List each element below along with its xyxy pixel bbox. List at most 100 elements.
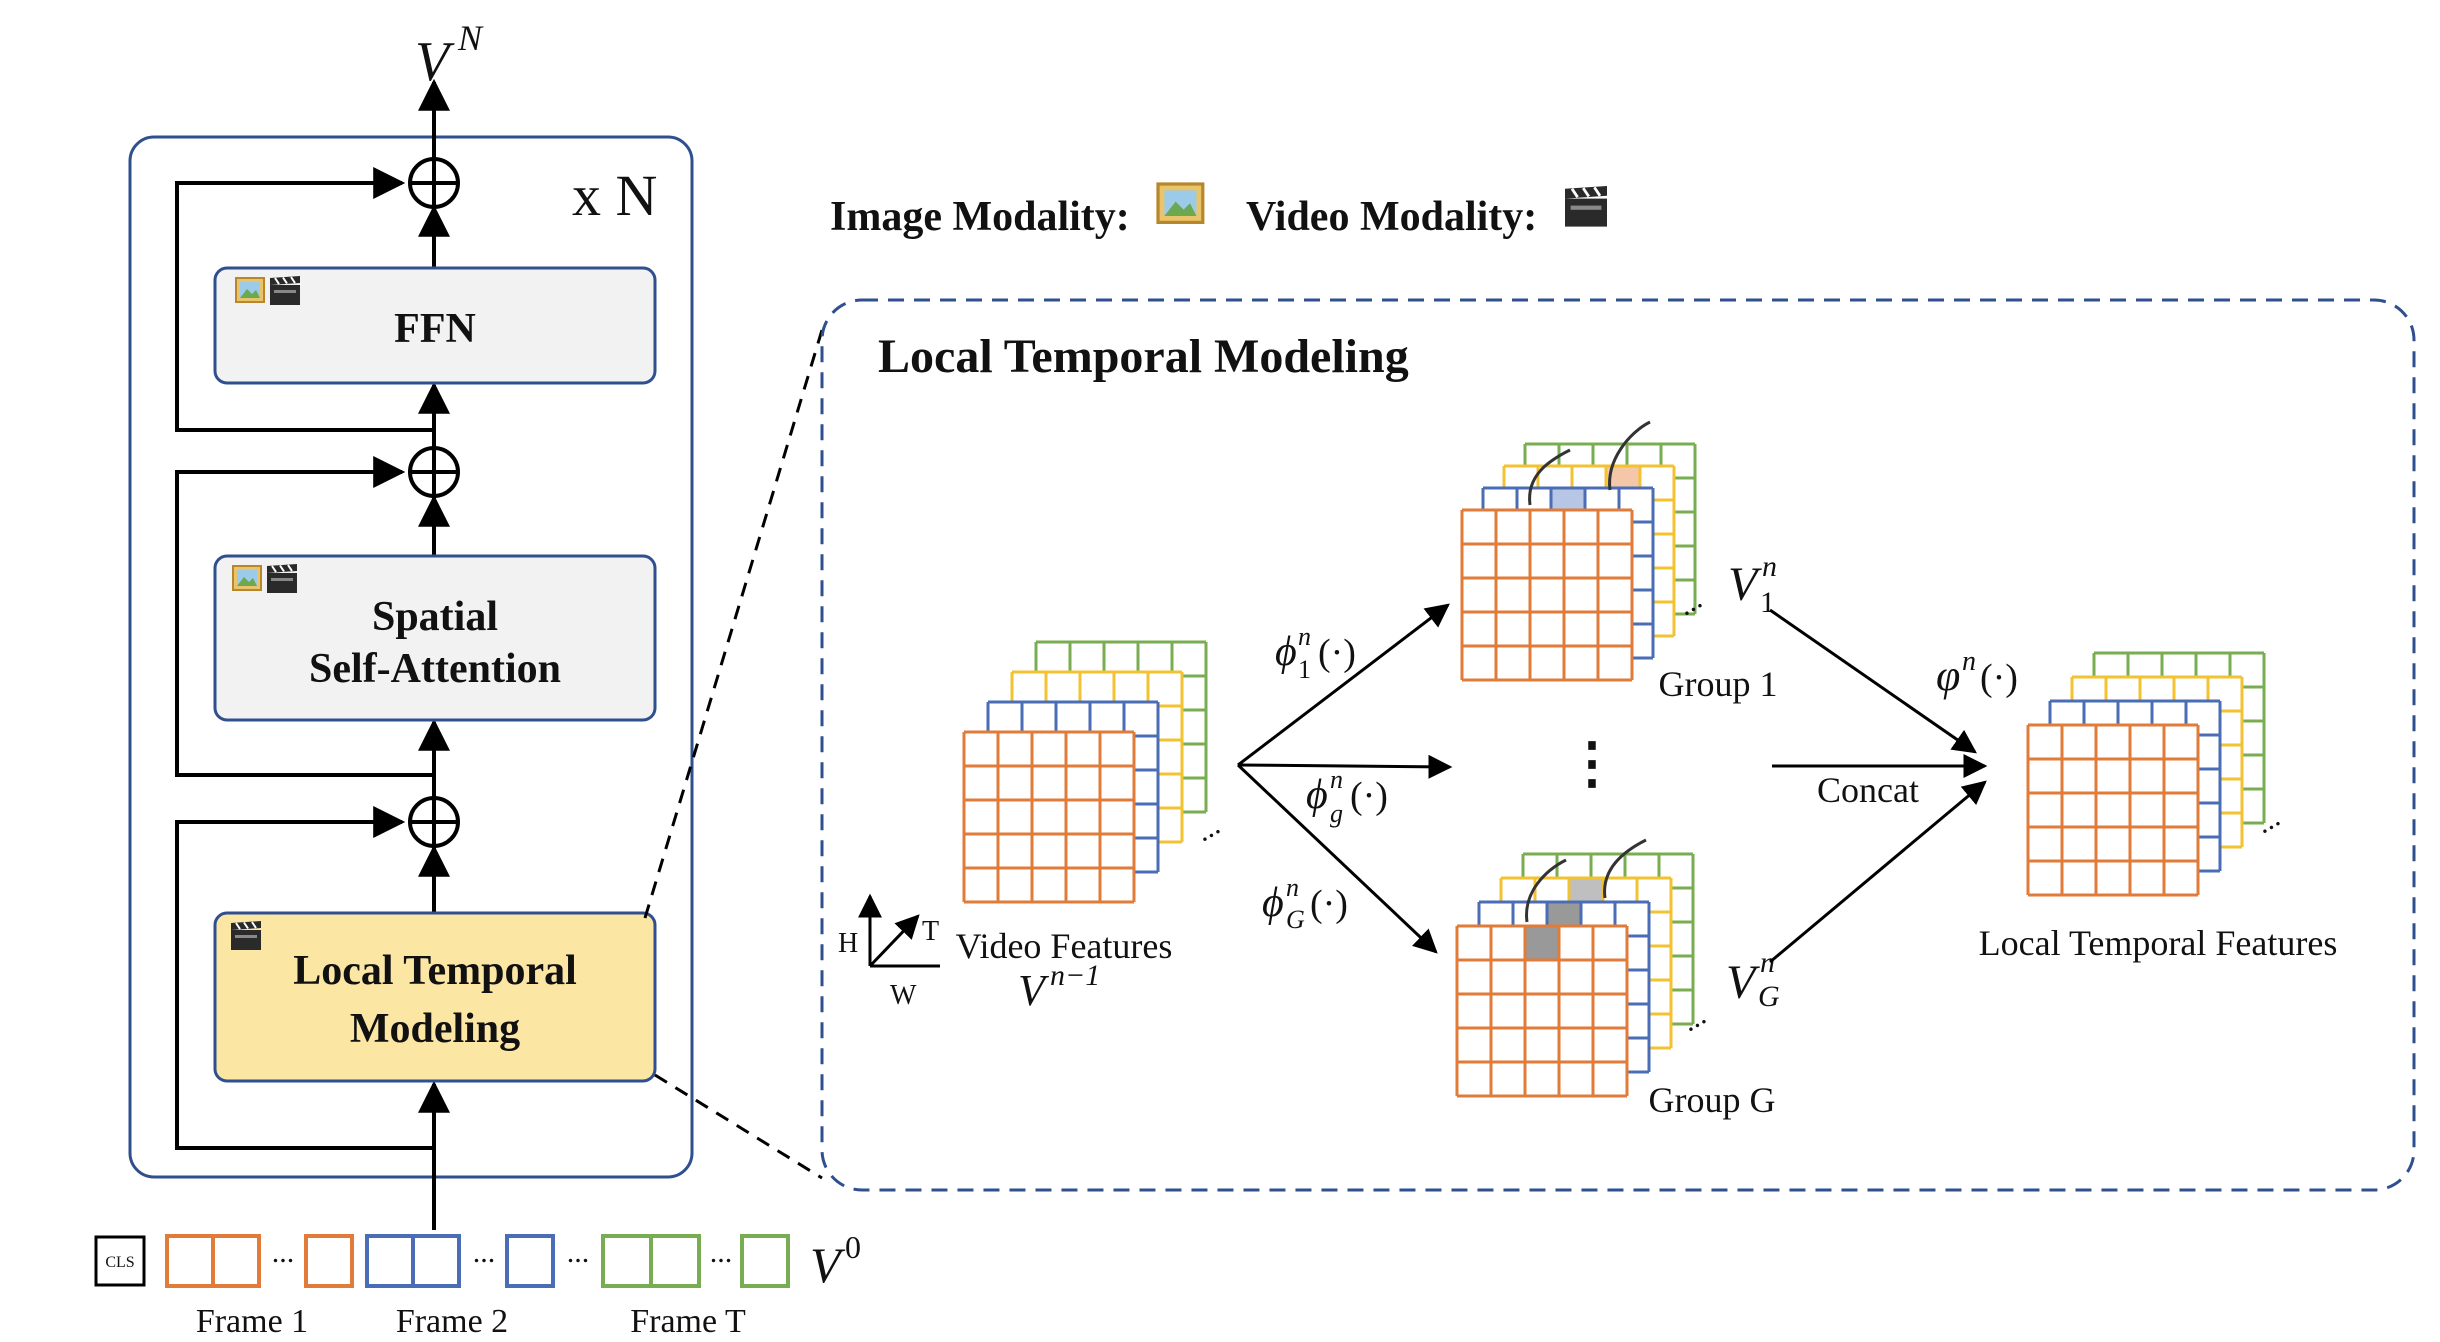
- svg-text:V: V: [810, 1237, 846, 1293]
- ssa-label-line1: Spatial: [372, 594, 498, 640]
- residual-path-2: [175, 456, 434, 777]
- varphi-label: φ n (·): [1936, 646, 2018, 700]
- groupG-label: Group G: [1649, 1080, 1776, 1120]
- between-frames-ellipsis: ...: [567, 1236, 590, 1269]
- svg-text:(·): (·): [1310, 883, 1348, 925]
- svg-text:0: 0: [845, 1229, 861, 1265]
- frameT-ellipsis: ...: [710, 1236, 733, 1269]
- ltm-label-line2: Modeling: [350, 1006, 520, 1052]
- image-modality-icon: [232, 565, 262, 591]
- v0-label: V 0: [810, 1229, 861, 1293]
- vGn-label: V n G: [1726, 946, 1780, 1013]
- video-features-grid-stack: [962, 640, 1208, 904]
- residual-path-3: [175, 167, 434, 432]
- group-bracket: [1603, 838, 1647, 899]
- frame2-ellipsis: ...: [473, 1236, 496, 1269]
- svg-text:(·): (·): [1318, 632, 1356, 674]
- arrow-to-groupG: [1236, 763, 1438, 954]
- image-modality-icon: [235, 277, 265, 303]
- residual-path-1: [175, 806, 434, 1150]
- arrow-group1-to-output: [1769, 608, 1977, 754]
- svg-text:T: T: [922, 916, 939, 947]
- cls-token: [94, 1235, 146, 1287]
- svg-text:1: 1: [1760, 586, 1775, 619]
- svg-text:V: V: [1018, 966, 1050, 1015]
- groupG-grid-stack: [1455, 838, 1695, 1098]
- svg-text:n: n: [1298, 622, 1311, 651]
- svg-text:n: n: [1760, 946, 1775, 979]
- svg-text:n: n: [1330, 765, 1343, 794]
- ltm-block: [213, 911, 657, 1083]
- video-features-label: Video Features: [956, 926, 1173, 966]
- hwt-axis-icon: H W T: [838, 893, 940, 1011]
- arrow-groupG-to-output: [1769, 780, 1987, 964]
- image-modality-icon: [1156, 182, 1205, 224]
- v1n-label: V n 1: [1728, 550, 1777, 619]
- svg-text:H: H: [838, 928, 858, 959]
- svg-text:G: G: [1286, 905, 1305, 934]
- repeat-label: x N: [572, 163, 657, 228]
- phiG-label: ϕ n G (·): [1262, 873, 1348, 934]
- svg-text:(·): (·): [1980, 657, 2018, 699]
- local-temporal-features-label: Local Temporal Features: [1979, 923, 2338, 963]
- svg-text:N: N: [457, 18, 484, 58]
- add-node-3: [408, 157, 460, 209]
- video-modality-icon: [230, 920, 262, 951]
- ltm-detail-panel: [820, 298, 2416, 1192]
- svg-text:n: n: [1286, 873, 1299, 902]
- vf-ellipsis: ...: [1189, 808, 1225, 848]
- ltm-label-line1: Local Temporal: [293, 948, 577, 994]
- video-modality-legend: Video Modality:: [1246, 194, 1537, 240]
- svg-text:ϕ: ϕ: [1306, 772, 1328, 818]
- svg-text:n: n: [1962, 646, 1976, 677]
- svg-text:g: g: [1330, 799, 1343, 828]
- vn-1-label: V n−1: [1018, 959, 1100, 1015]
- cls-token-label: CLS: [105, 1254, 134, 1271]
- ssa-label-line2: Self-Attention: [309, 646, 561, 692]
- svg-text:n−1: n−1: [1050, 959, 1100, 992]
- frameT-label: Frame T: [630, 1303, 746, 1340]
- group-vdots: ⋮: [1564, 733, 1620, 795]
- svg-text:G: G: [1758, 980, 1780, 1013]
- frame1-label: Frame 1: [196, 1303, 308, 1340]
- svg-text:φ: φ: [1936, 651, 1960, 700]
- svg-text:1: 1: [1298, 655, 1311, 684]
- zoom-line-top: [643, 329, 824, 919]
- encoder-output-label: V N: [415, 18, 484, 93]
- svg-text:V: V: [1726, 956, 1760, 1009]
- layer-orange-grid: [1460, 508, 1634, 682]
- frame1-tokens: [165, 1234, 354, 1288]
- frame1-ellipsis: ...: [272, 1236, 295, 1269]
- group-bracket: [1525, 858, 1567, 923]
- group-bracket: [1528, 448, 1571, 506]
- frameT-tokens: [601, 1234, 790, 1288]
- svg-text:W: W: [890, 980, 917, 1011]
- add-node-1: [408, 796, 460, 848]
- phi1-label: ϕ n 1 (·): [1275, 622, 1356, 684]
- svg-text:(·): (·): [1350, 775, 1388, 817]
- zoom-line-bottom: [654, 1073, 823, 1180]
- frame2-tokens: [365, 1234, 555, 1288]
- add-node-2: [408, 446, 460, 498]
- svg-text:ϕ: ϕ: [1262, 880, 1284, 926]
- arrow-to-groupg: [1237, 754, 1453, 779]
- ltm-panel-title: Local Temporal Modeling: [878, 330, 1409, 383]
- arrow-to-group1: [1237, 603, 1450, 767]
- layer-orange-grid: [962, 730, 1136, 904]
- local-temporal-features-grid-stack: [2026, 651, 2266, 897]
- ffn-label: FFN: [394, 306, 476, 352]
- image-modality-legend: Image Modality:: [830, 194, 1130, 240]
- layer-orange-grid: [2026, 723, 2200, 897]
- concat-label: Concat: [1817, 770, 1919, 810]
- group1-label: Group 1: [1659, 664, 1778, 704]
- svg-text:V: V: [1728, 558, 1762, 611]
- svg-text:n: n: [1762, 550, 1777, 583]
- spatial-self-attention-block: [213, 554, 657, 722]
- video-modality-icon: [266, 563, 298, 594]
- ffn-block: [213, 266, 657, 385]
- video-modality-icon: [1563, 184, 1609, 229]
- layer-orange-grid: [1455, 924, 1629, 1098]
- phig-label: ϕ n g (·): [1306, 765, 1388, 828]
- group1-grid-stack: [1460, 420, 1697, 682]
